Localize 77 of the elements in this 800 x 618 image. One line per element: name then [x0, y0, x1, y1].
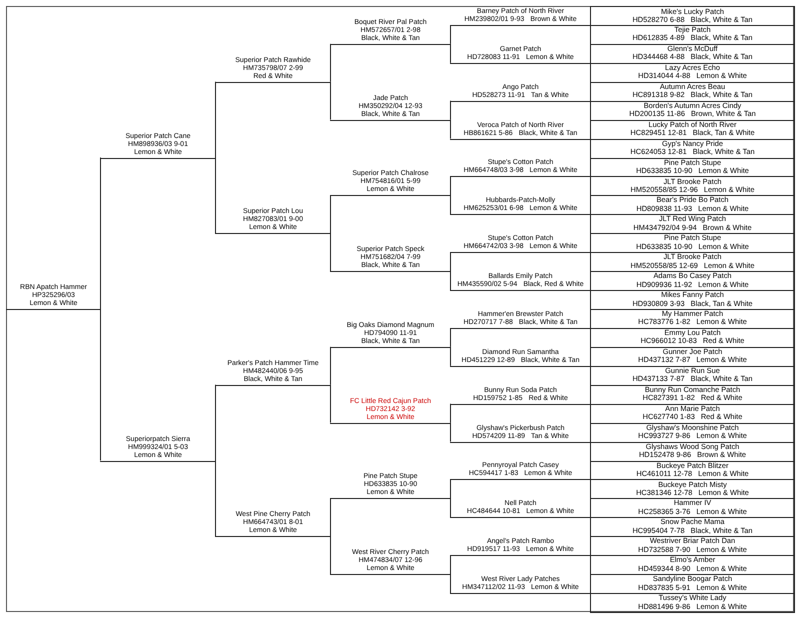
- pedigree-box: [590, 346, 795, 367]
- connector-line: [330, 536, 331, 575]
- connector-line: [215, 384, 216, 461]
- pedigree-box: [590, 517, 795, 538]
- connector-line: [450, 252, 451, 272]
- connector-line: [330, 384, 331, 424]
- pedigree-box: [590, 176, 795, 196]
- connector-line: [450, 43, 451, 64]
- pedigree-box: [590, 82, 795, 102]
- connector-line: [450, 176, 451, 196]
- connector-line: [450, 478, 451, 499]
- connector-line: [330, 81, 331, 120]
- pedigree-box: [590, 158, 795, 178]
- connector-line: [450, 554, 451, 575]
- connector-line: [450, 270, 451, 291]
- connector-line: [330, 498, 331, 537]
- pedigree-box: [590, 460, 795, 480]
- pedigree-box: [590, 328, 795, 348]
- pedigree-box: [590, 100, 795, 121]
- pedigree-entry: [330, 471, 451, 500]
- pedigree-entry: [215, 358, 331, 386]
- connector-line: [450, 119, 451, 140]
- pedigree-box: [590, 404, 795, 424]
- pedigree-box: [590, 442, 795, 462]
- pedigree-box: [590, 233, 795, 254]
- pedigree-box: [590, 498, 795, 518]
- connector-line: [450, 327, 451, 348]
- pedigree-entry: [215, 54, 331, 83]
- pedigree-box: [590, 252, 795, 272]
- connector-line: [215, 81, 216, 158]
- connector-line: [215, 157, 216, 234]
- connector-line: [450, 100, 451, 120]
- pedigree-entry: [330, 168, 451, 196]
- connector-line: [450, 574, 451, 594]
- pedigree-box: [590, 62, 795, 83]
- pedigree-box: [590, 6, 795, 26]
- pedigree-box: [590, 574, 795, 594]
- pedigree-entry: [330, 92, 451, 121]
- pedigree-box: [590, 384, 795, 405]
- pedigree-box: [590, 366, 795, 386]
- pedigree-entry: [330, 547, 451, 576]
- connector-line: [100, 308, 101, 461]
- pedigree-box: [590, 138, 795, 158]
- connector-line: [450, 422, 451, 442]
- pedigree-entry: [215, 206, 331, 234]
- connector-line: [450, 24, 451, 44]
- connector-line: [450, 194, 451, 215]
- pedigree-box: [590, 195, 795, 216]
- connector-line: [330, 194, 331, 234]
- pedigree-box: [590, 422, 795, 443]
- pedigree-box: [590, 479, 795, 500]
- pedigree-box: [590, 120, 795, 140]
- connector-line: [450, 498, 451, 518]
- pedigree-entry: [330, 244, 451, 272]
- pedigree-entry: [330, 396, 451, 424]
- pedigree-box: [590, 24, 795, 45]
- connector-line: [450, 346, 451, 366]
- pedigree-box: [590, 536, 795, 556]
- pedigree-box: [590, 271, 795, 292]
- pedigree-box: [590, 309, 795, 329]
- pedigree-entry: [330, 320, 451, 348]
- connector-line: [450, 403, 451, 424]
- pedigree-entry: [100, 130, 216, 158]
- pedigree-entry: [100, 434, 216, 462]
- pedigree-box: [590, 290, 795, 310]
- connector-line: [100, 157, 101, 310]
- pedigree-entry: [215, 509, 331, 538]
- pedigree-entry: [6, 282, 101, 310]
- pedigree-box: [590, 44, 795, 64]
- pedigree-box: [590, 555, 795, 576]
- pedigree-box: [590, 214, 795, 234]
- connector-line: [215, 460, 216, 537]
- connector-line: [330, 232, 331, 272]
- pedigree-box: [590, 593, 795, 613]
- connector-line: [330, 346, 331, 386]
- connector-line: [330, 43, 331, 82]
- pedigree-entry: [330, 16, 451, 45]
